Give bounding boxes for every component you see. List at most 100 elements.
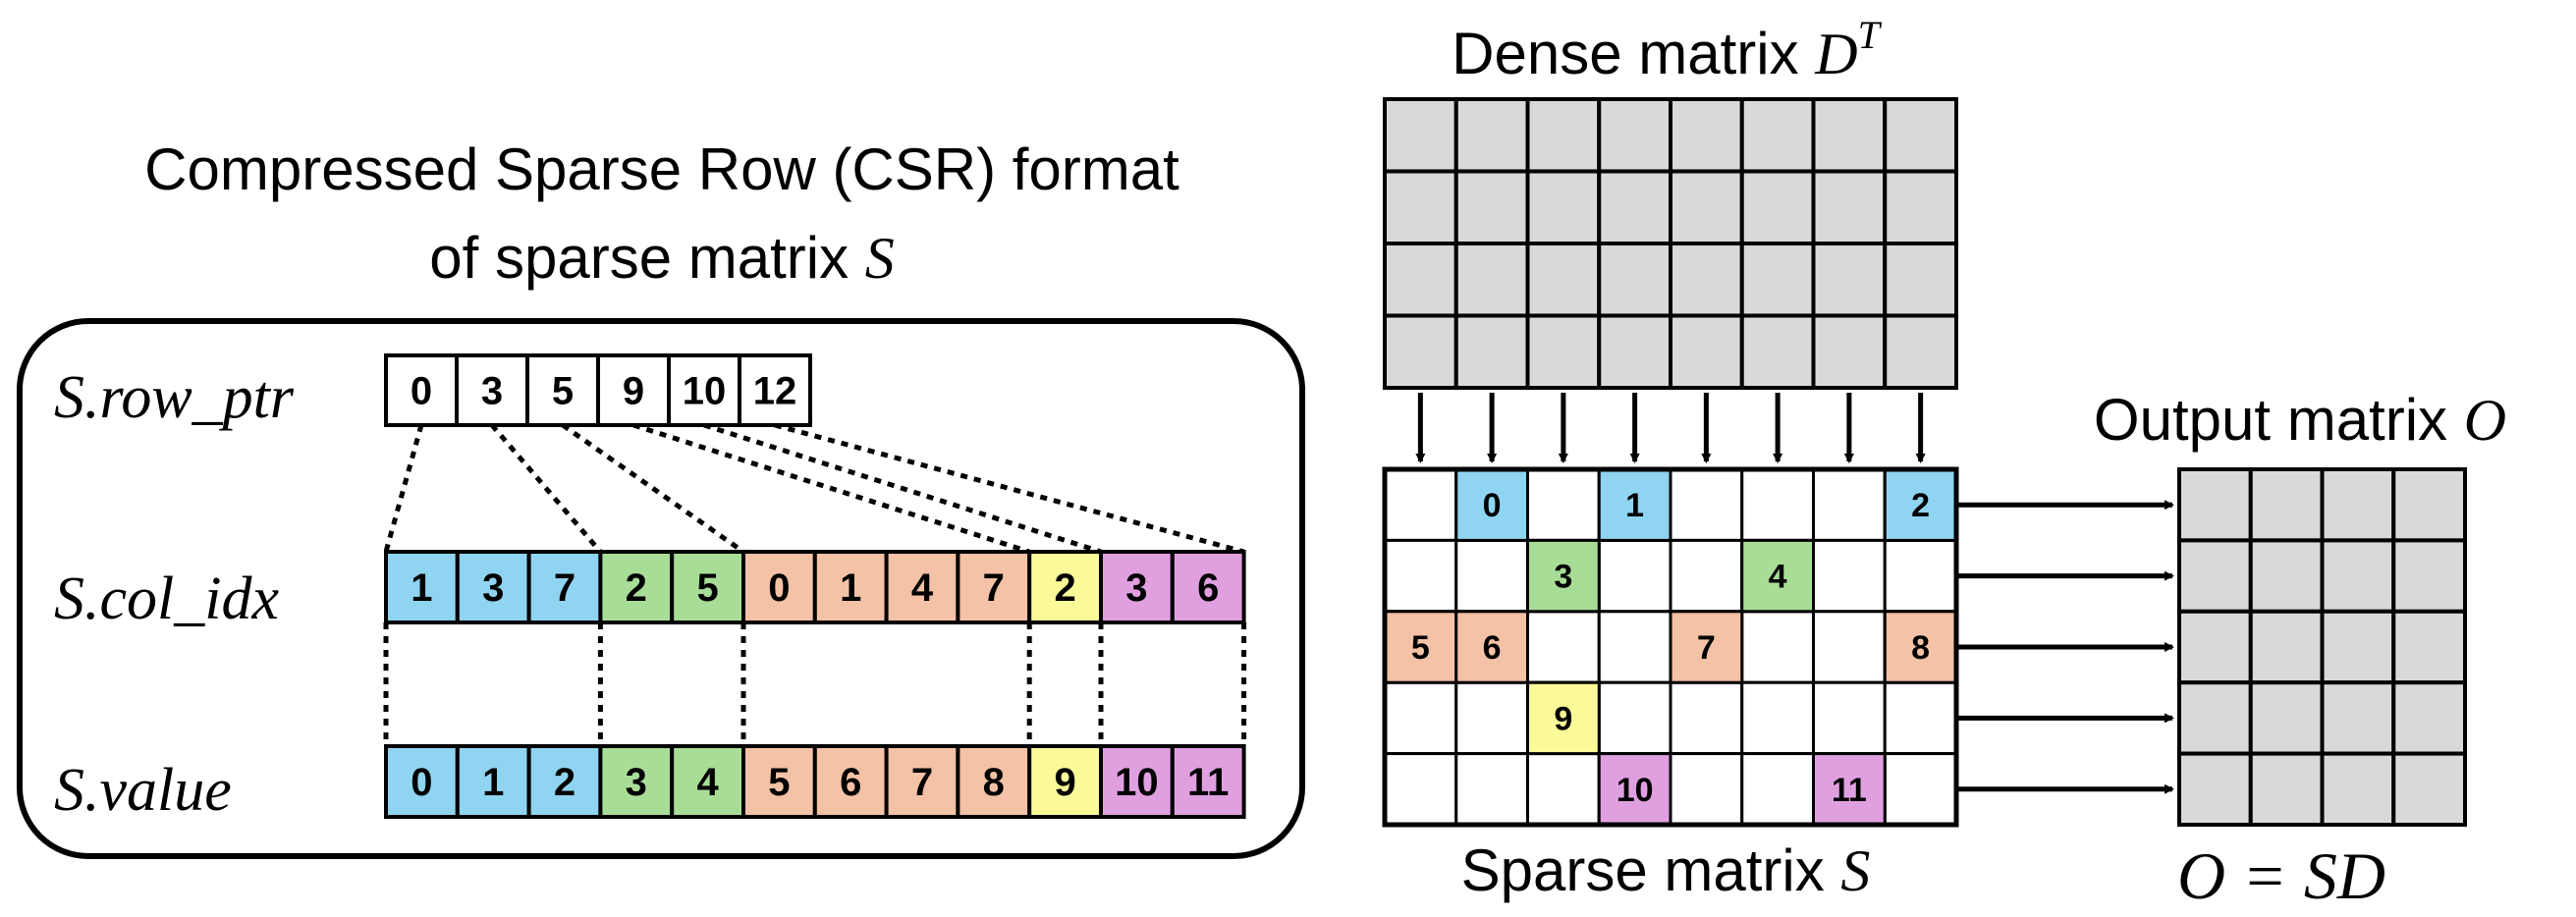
pointer-line (632, 422, 1030, 555)
row-ptr-value: 3 (481, 370, 503, 413)
sparse-cell (1740, 467, 1815, 542)
value-cell (598, 744, 675, 819)
dense-cell (1597, 313, 1672, 390)
sparse-cell (1454, 538, 1529, 614)
dense-cell (1811, 313, 1888, 390)
value-cell (1099, 744, 1175, 819)
sparse-nonzero-value: 5 (1411, 629, 1430, 667)
col-idx-value: 3 (1125, 566, 1147, 610)
row-ptr-value: 9 (623, 370, 644, 413)
value-value: 6 (840, 761, 861, 804)
dense-cell (1669, 97, 1744, 174)
output-cell (2320, 609, 2396, 685)
row-ptr-value: 10 (683, 370, 727, 413)
sparse-nonzero-value: 6 (1483, 629, 1502, 667)
col-idx-value: 5 (696, 566, 718, 610)
output-cell (2177, 538, 2253, 614)
sparse-nonzero-cell (1526, 680, 1601, 756)
value-value: 0 (411, 761, 432, 804)
sparse-cell (1383, 538, 1458, 614)
dense-cell (1383, 313, 1458, 390)
value-cell (741, 744, 817, 819)
sparse-cell (1812, 680, 1887, 756)
sparse-cell (1383, 752, 1458, 827)
sparse-title-var: S (1840, 838, 1870, 903)
output-cell (2320, 538, 2396, 614)
row-ptr-array: 0 3 5 9 10 12 (384, 353, 812, 427)
dense-cell (1597, 169, 1672, 245)
sparse-nonzero-cell (1669, 610, 1744, 684)
sparse-cell (1883, 680, 1958, 756)
dense-cell (1525, 97, 1602, 174)
sparse-cell (1883, 538, 1958, 614)
row-ptr-cell (525, 353, 600, 427)
dense-cell (1811, 169, 1888, 245)
dense-cell (1453, 97, 1530, 174)
sparse-nonzero-value: 7 (1697, 629, 1716, 667)
col-idx-value: 3 (482, 566, 504, 610)
csr-title-line2-text: of sparse matrix (429, 225, 864, 291)
value-value: 10 (1115, 761, 1159, 804)
dense-cell (1883, 313, 1958, 390)
output-cell (2391, 538, 2467, 614)
output-cell (2391, 467, 2467, 543)
sparse-cell (1526, 467, 1601, 542)
sparse-cell (1597, 538, 1672, 614)
output-cell (2177, 609, 2253, 685)
col-idx-value: 2 (1054, 566, 1075, 610)
output-equation: O = SD (2177, 838, 2385, 913)
dense-title: Dense matrix DT (1452, 13, 1882, 86)
dense-title-text: Dense matrix (1452, 21, 1815, 86)
sparse-title-text: Sparse matrix (1461, 837, 1841, 903)
dense-cell (1383, 169, 1458, 245)
dense-cell (1883, 97, 1958, 174)
sparse-cell (1526, 752, 1601, 827)
row-ptr-value: 0 (411, 370, 432, 413)
output-cell (2391, 680, 2467, 756)
value-label: S.value (54, 757, 232, 824)
dense-title-sup: T (1858, 13, 1883, 57)
sparse-cell (1454, 680, 1529, 756)
output-cell (2320, 680, 2396, 756)
csr-title-line2: of sparse matrix S (429, 225, 894, 291)
dense-cell (1525, 242, 1602, 318)
col-idx-cell (1027, 550, 1103, 624)
dense-cell (1597, 242, 1672, 318)
col-idx-cell (741, 550, 817, 624)
col-idx-value: 2 (626, 566, 647, 610)
sparse-cell (1812, 467, 1887, 542)
sparse-cell (1812, 538, 1887, 614)
sparse-cell (1383, 467, 1458, 542)
col-idx-value: 0 (768, 566, 790, 610)
value-cell (1170, 744, 1246, 819)
row-ptr-label: S.row_ptr (54, 364, 295, 431)
sparse-nonzero-value: 0 (1483, 487, 1502, 524)
pointer-dotted-lines (383, 422, 1247, 746)
csr-container (17, 318, 1305, 859)
sparse-cell (1597, 680, 1672, 756)
csr-title-line1: Compressed Sparse Row (CSR) format (144, 136, 1179, 202)
sparse-cell (1883, 752, 1958, 827)
row-ptr-value: 5 (552, 370, 574, 413)
value-value: 4 (696, 761, 719, 804)
value-value: 3 (626, 761, 647, 804)
col-idx-value: 1 (411, 566, 432, 610)
col-idx-value: 1 (840, 566, 861, 610)
dense-cell (1525, 169, 1602, 245)
col-idx-value: 7 (554, 566, 575, 610)
row-ptr-value: 12 (753, 370, 797, 413)
sparse-cell (1740, 610, 1815, 684)
output-cell (2248, 680, 2325, 756)
sparse-cell (1669, 467, 1744, 542)
value-cell (1027, 744, 1103, 819)
col-idx-value: 7 (983, 566, 1005, 610)
output-cell (2177, 680, 2253, 756)
dense-cell (1453, 313, 1530, 390)
output-cell (2248, 538, 2325, 614)
pointer-line (774, 422, 1245, 555)
dense-cell (1739, 313, 1816, 390)
